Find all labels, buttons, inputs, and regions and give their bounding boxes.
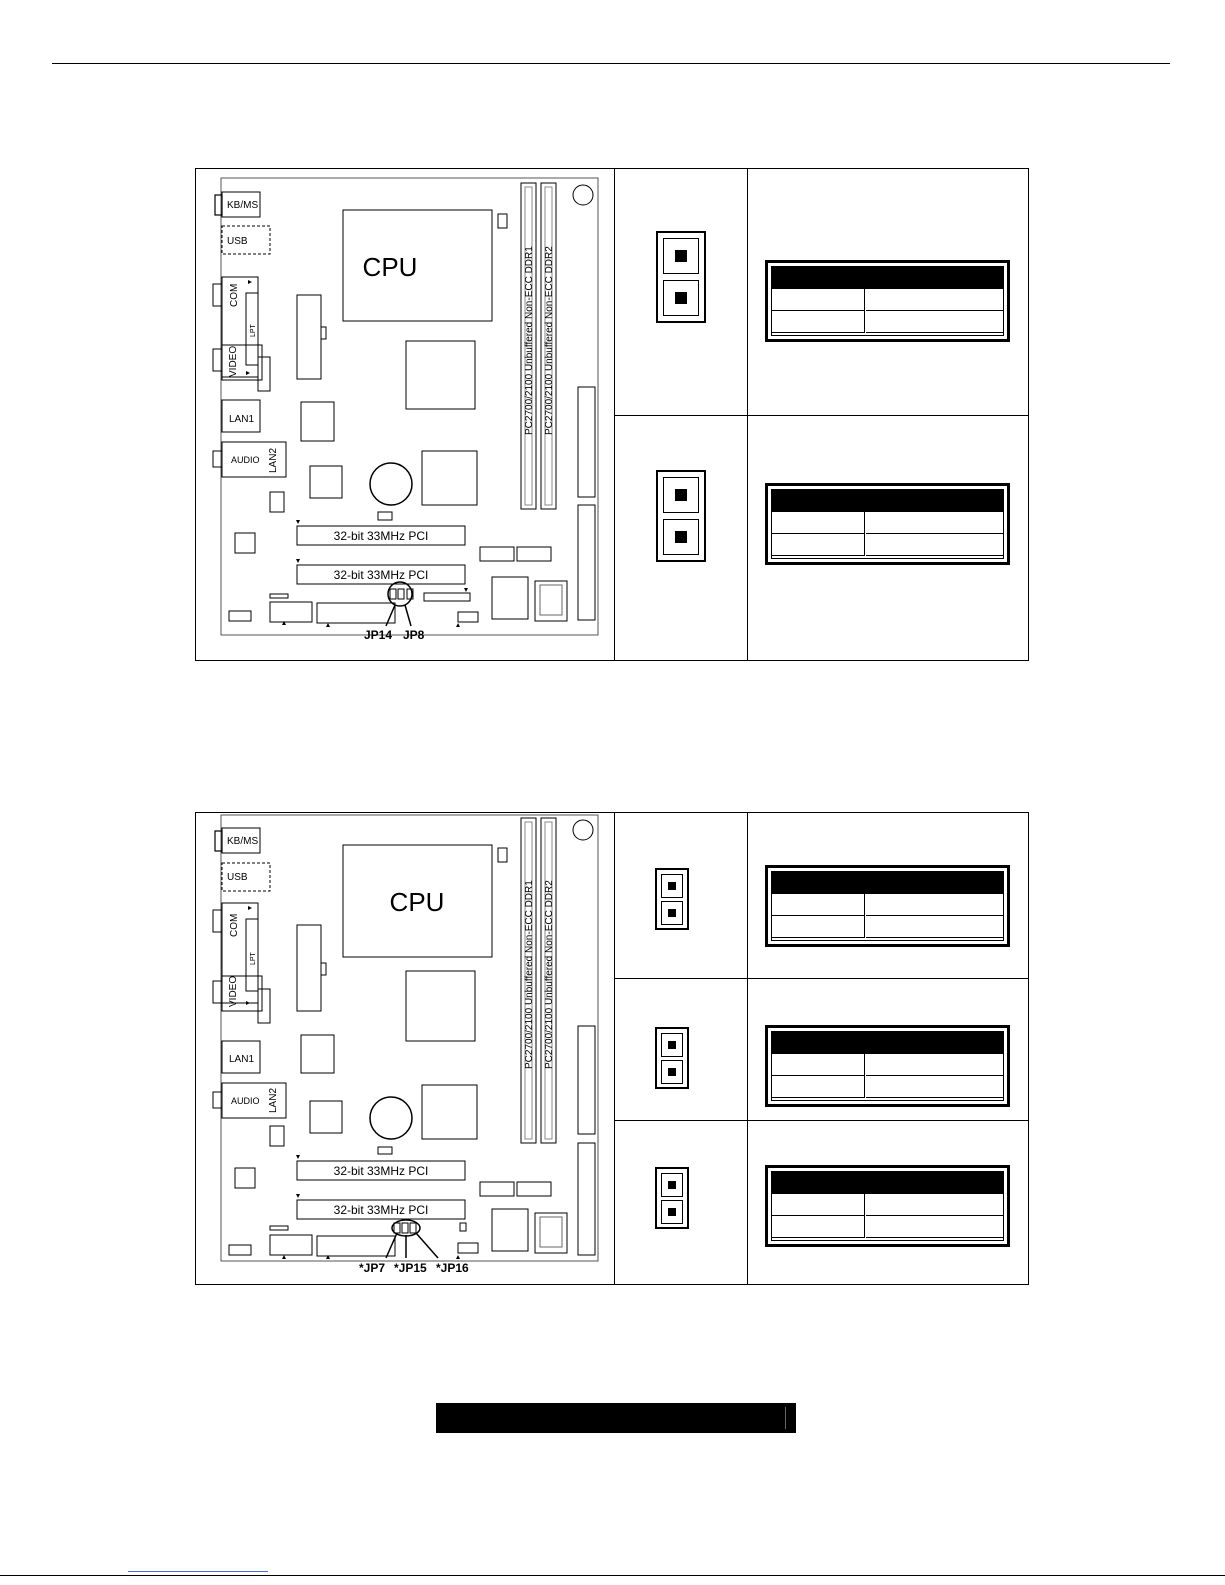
pci-slot-1-label: 32-bit 33MHz PCI (334, 1164, 429, 1178)
table-cell (772, 311, 865, 333)
bottom-black-bar (436, 1403, 796, 1433)
table-cell (866, 1194, 1003, 1216)
table-header (772, 1032, 1003, 1054)
table-header (772, 490, 1003, 512)
table-cell (772, 1216, 865, 1238)
jp15-settings-table (765, 1025, 1010, 1107)
jp14-settings-table (765, 260, 1010, 342)
motherboard-diagram-1: CPU KB/MS USB COM LPT VIDEO LAN1 AUDIO L… (196, 169, 615, 660)
table-cell (866, 916, 1003, 938)
motherboard-layout-2: CPU KB/MS USB COM LPT VIDEO LAN1 AUDIO L… (212, 814, 599, 1275)
callout-jp8: JP8 (403, 628, 425, 642)
pci-slot-1-label: 32-bit 33MHz PCI (334, 529, 429, 543)
jumper-jp16-icon (655, 1167, 689, 1229)
dimm1-label: PC2700/2100 Unbuffered Non-ECC DDR1 (524, 246, 535, 435)
cpu-label: CPU (390, 887, 445, 917)
cpu-socket (342, 209, 493, 322)
kbms-label: KB/MS (227, 200, 258, 211)
lan2-label: LAN2 (268, 448, 279, 473)
table-cell (866, 1076, 1003, 1098)
audio-label: AUDIO (231, 455, 260, 465)
table-cell (772, 916, 865, 938)
motherboard-layout-1: CPU KB/MS USB COM LPT VIDEO LAN1 AUDIO L… (212, 177, 599, 642)
table-header (772, 1172, 1003, 1194)
callout-jp15: *JP15 (394, 1261, 427, 1275)
motherboard-diagram-2: CPU KB/MS USB COM LPT VIDEO LAN1 AUDIO L… (196, 813, 615, 1284)
table-cell (866, 512, 1003, 534)
callout-jp16: *JP16 (436, 1261, 469, 1275)
table-cell (772, 1076, 865, 1098)
jp7-settings-table (765, 865, 1010, 947)
table-cell (772, 289, 865, 311)
settings-column-2 (748, 813, 1028, 1284)
jumper-figure-2: CPU KB/MS USB COM LPT VIDEO LAN1 AUDIO L… (195, 812, 1029, 1285)
pci-slot-2 (296, 564, 466, 585)
jumper-column-1 (615, 169, 748, 660)
video-label: VIDEO (228, 346, 239, 377)
table-header (772, 872, 1003, 894)
com-label: COM (229, 284, 240, 307)
table-header (772, 267, 1003, 289)
table-cell (772, 894, 865, 916)
pci-slot-2-label: 32-bit 33MHz PCI (334, 1203, 429, 1217)
table-cell (866, 534, 1003, 556)
footer-rule (0, 1575, 1225, 1576)
audio-label: AUDIO (231, 1096, 260, 1106)
settings-column-1 (748, 169, 1028, 660)
pci-slot-1 (296, 525, 466, 546)
table-cell (866, 1054, 1003, 1076)
lan1-label: LAN1 (229, 1054, 254, 1065)
callout-jp14: JP14 (364, 628, 392, 642)
dimm1-label: PC2700/2100 Unbuffered Non-ECC DDR1 (524, 880, 535, 1069)
lpt-label: LPT (250, 951, 257, 965)
jp8-settings-table (765, 483, 1010, 565)
lan2-label: LAN2 (268, 1088, 279, 1113)
table-cell (866, 289, 1003, 311)
table-cell (772, 1054, 865, 1076)
jumper-column-2 (615, 813, 748, 1284)
table-cell (866, 1216, 1003, 1238)
jumper-figure-1: CPU KB/MS USB COM LPT VIDEO LAN1 AUDIO L… (195, 168, 1029, 661)
dimm2-label: PC2700/2100 Unbuffered Non-ECC DDR2 (544, 246, 555, 435)
pci-slot-2-label: 32-bit 33MHz PCI (334, 568, 429, 582)
jumper-jp8-icon (656, 470, 706, 562)
lan1-port (221, 399, 261, 433)
kbms-label: KB/MS (227, 836, 258, 847)
dimm2-label: PC2700/2100 Unbuffered Non-ECC DDR2 (544, 880, 555, 1069)
callout-jp7: *JP7 (359, 1261, 385, 1275)
table-cell (772, 534, 865, 556)
table-cell (772, 512, 865, 534)
header-rule (52, 63, 1170, 64)
video-label: VIDEO (228, 976, 239, 1007)
table-cell (866, 311, 1003, 333)
com-label: COM (229, 914, 240, 937)
table-cell (772, 1194, 865, 1216)
lan1-label: LAN1 (229, 414, 254, 425)
usb-label: USB (227, 236, 248, 247)
usb-label: USB (227, 872, 248, 883)
footer-link-underline[interactable] (128, 1571, 268, 1572)
lpt-label: LPT (250, 323, 257, 337)
table-cell (866, 894, 1003, 916)
cpu-label: CPU (363, 252, 418, 282)
jumper-jp14-icon (656, 231, 706, 323)
jumper-jp7-icon (655, 868, 689, 930)
jp16-settings-table (765, 1165, 1010, 1247)
jumper-jp15-icon (655, 1027, 689, 1089)
